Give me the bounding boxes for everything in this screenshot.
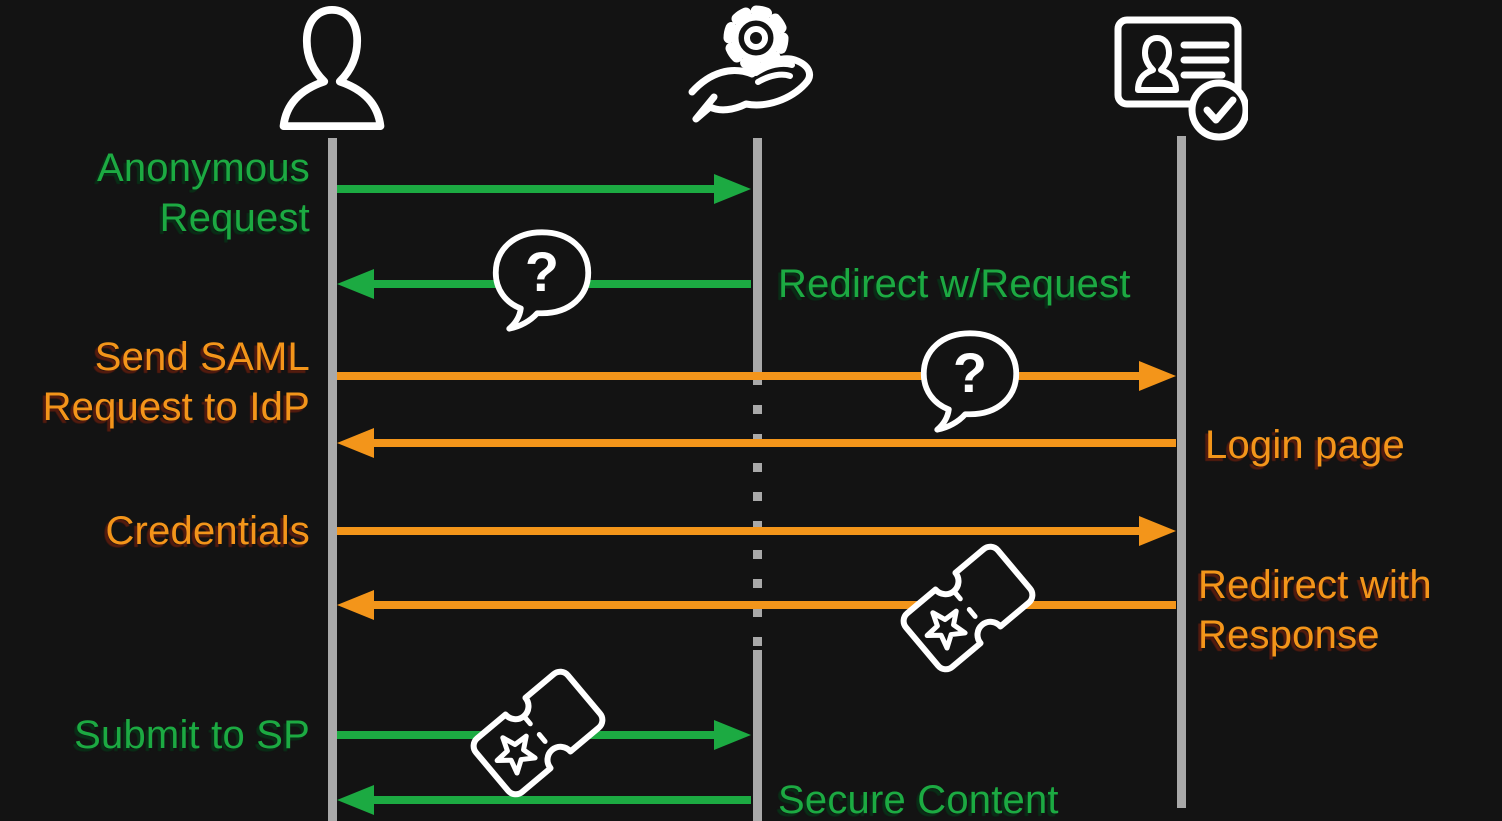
arrow-head <box>337 269 374 299</box>
arrow-head <box>337 428 374 458</box>
question-mark: ? <box>953 341 987 404</box>
message-label-send-saml-request: Send SAML Request to IdP <box>42 335 310 429</box>
message-label-credentials: Credentials <box>105 509 310 553</box>
lifeline-service-provider-top <box>753 138 762 376</box>
arrow-shaft <box>337 527 1144 535</box>
arrow-login-page <box>337 428 1176 458</box>
question-speech-bubble-icon: ? <box>917 330 1023 433</box>
message-label-redirect-w-request: Redirect w/Request <box>778 262 1131 306</box>
lifeline-user <box>328 138 337 821</box>
lifeline-service-provider-dotted <box>753 376 762 650</box>
arrow-shaft <box>369 601 1176 609</box>
arrow-head <box>714 174 751 204</box>
arrow-head <box>1139 516 1176 546</box>
message-label-submit-to-sp: Submit to SP <box>74 713 310 757</box>
arrow-head <box>337 590 374 620</box>
arrow-send-saml-request <box>337 361 1176 391</box>
ticket-icon <box>895 538 1040 677</box>
gear-in-hand-icon <box>684 0 828 134</box>
arrow-secure-content <box>337 785 751 815</box>
arrow-shaft <box>369 796 751 804</box>
id-card-verified-icon <box>1112 12 1248 142</box>
arrow-redirect-with-response <box>337 590 1176 620</box>
message-label-login-page: Login page <box>1205 423 1405 467</box>
arrow-shaft <box>337 185 719 193</box>
question-speech-bubble-icon: ? <box>489 229 595 332</box>
message-label-anonymous-request: Anonymous Request <box>96 146 310 240</box>
lifeline-identity-provider <box>1177 136 1186 808</box>
message-label-secure-content: Secure Content <box>778 778 1059 821</box>
arrow-head <box>714 720 751 750</box>
arrow-anonymous-request <box>337 174 751 204</box>
person-icon <box>273 4 391 130</box>
arrow-credentials <box>337 516 1176 546</box>
arrow-head <box>337 785 374 815</box>
arrow-head <box>1139 361 1176 391</box>
ticket-icon <box>465 663 610 802</box>
arrow-shaft <box>369 439 1176 447</box>
arrow-shaft <box>337 372 1144 380</box>
lifeline-service-provider-bottom <box>753 650 762 821</box>
message-label-redirect-with-response: Redirect with Response <box>1198 563 1432 657</box>
question-mark: ? <box>525 240 559 303</box>
